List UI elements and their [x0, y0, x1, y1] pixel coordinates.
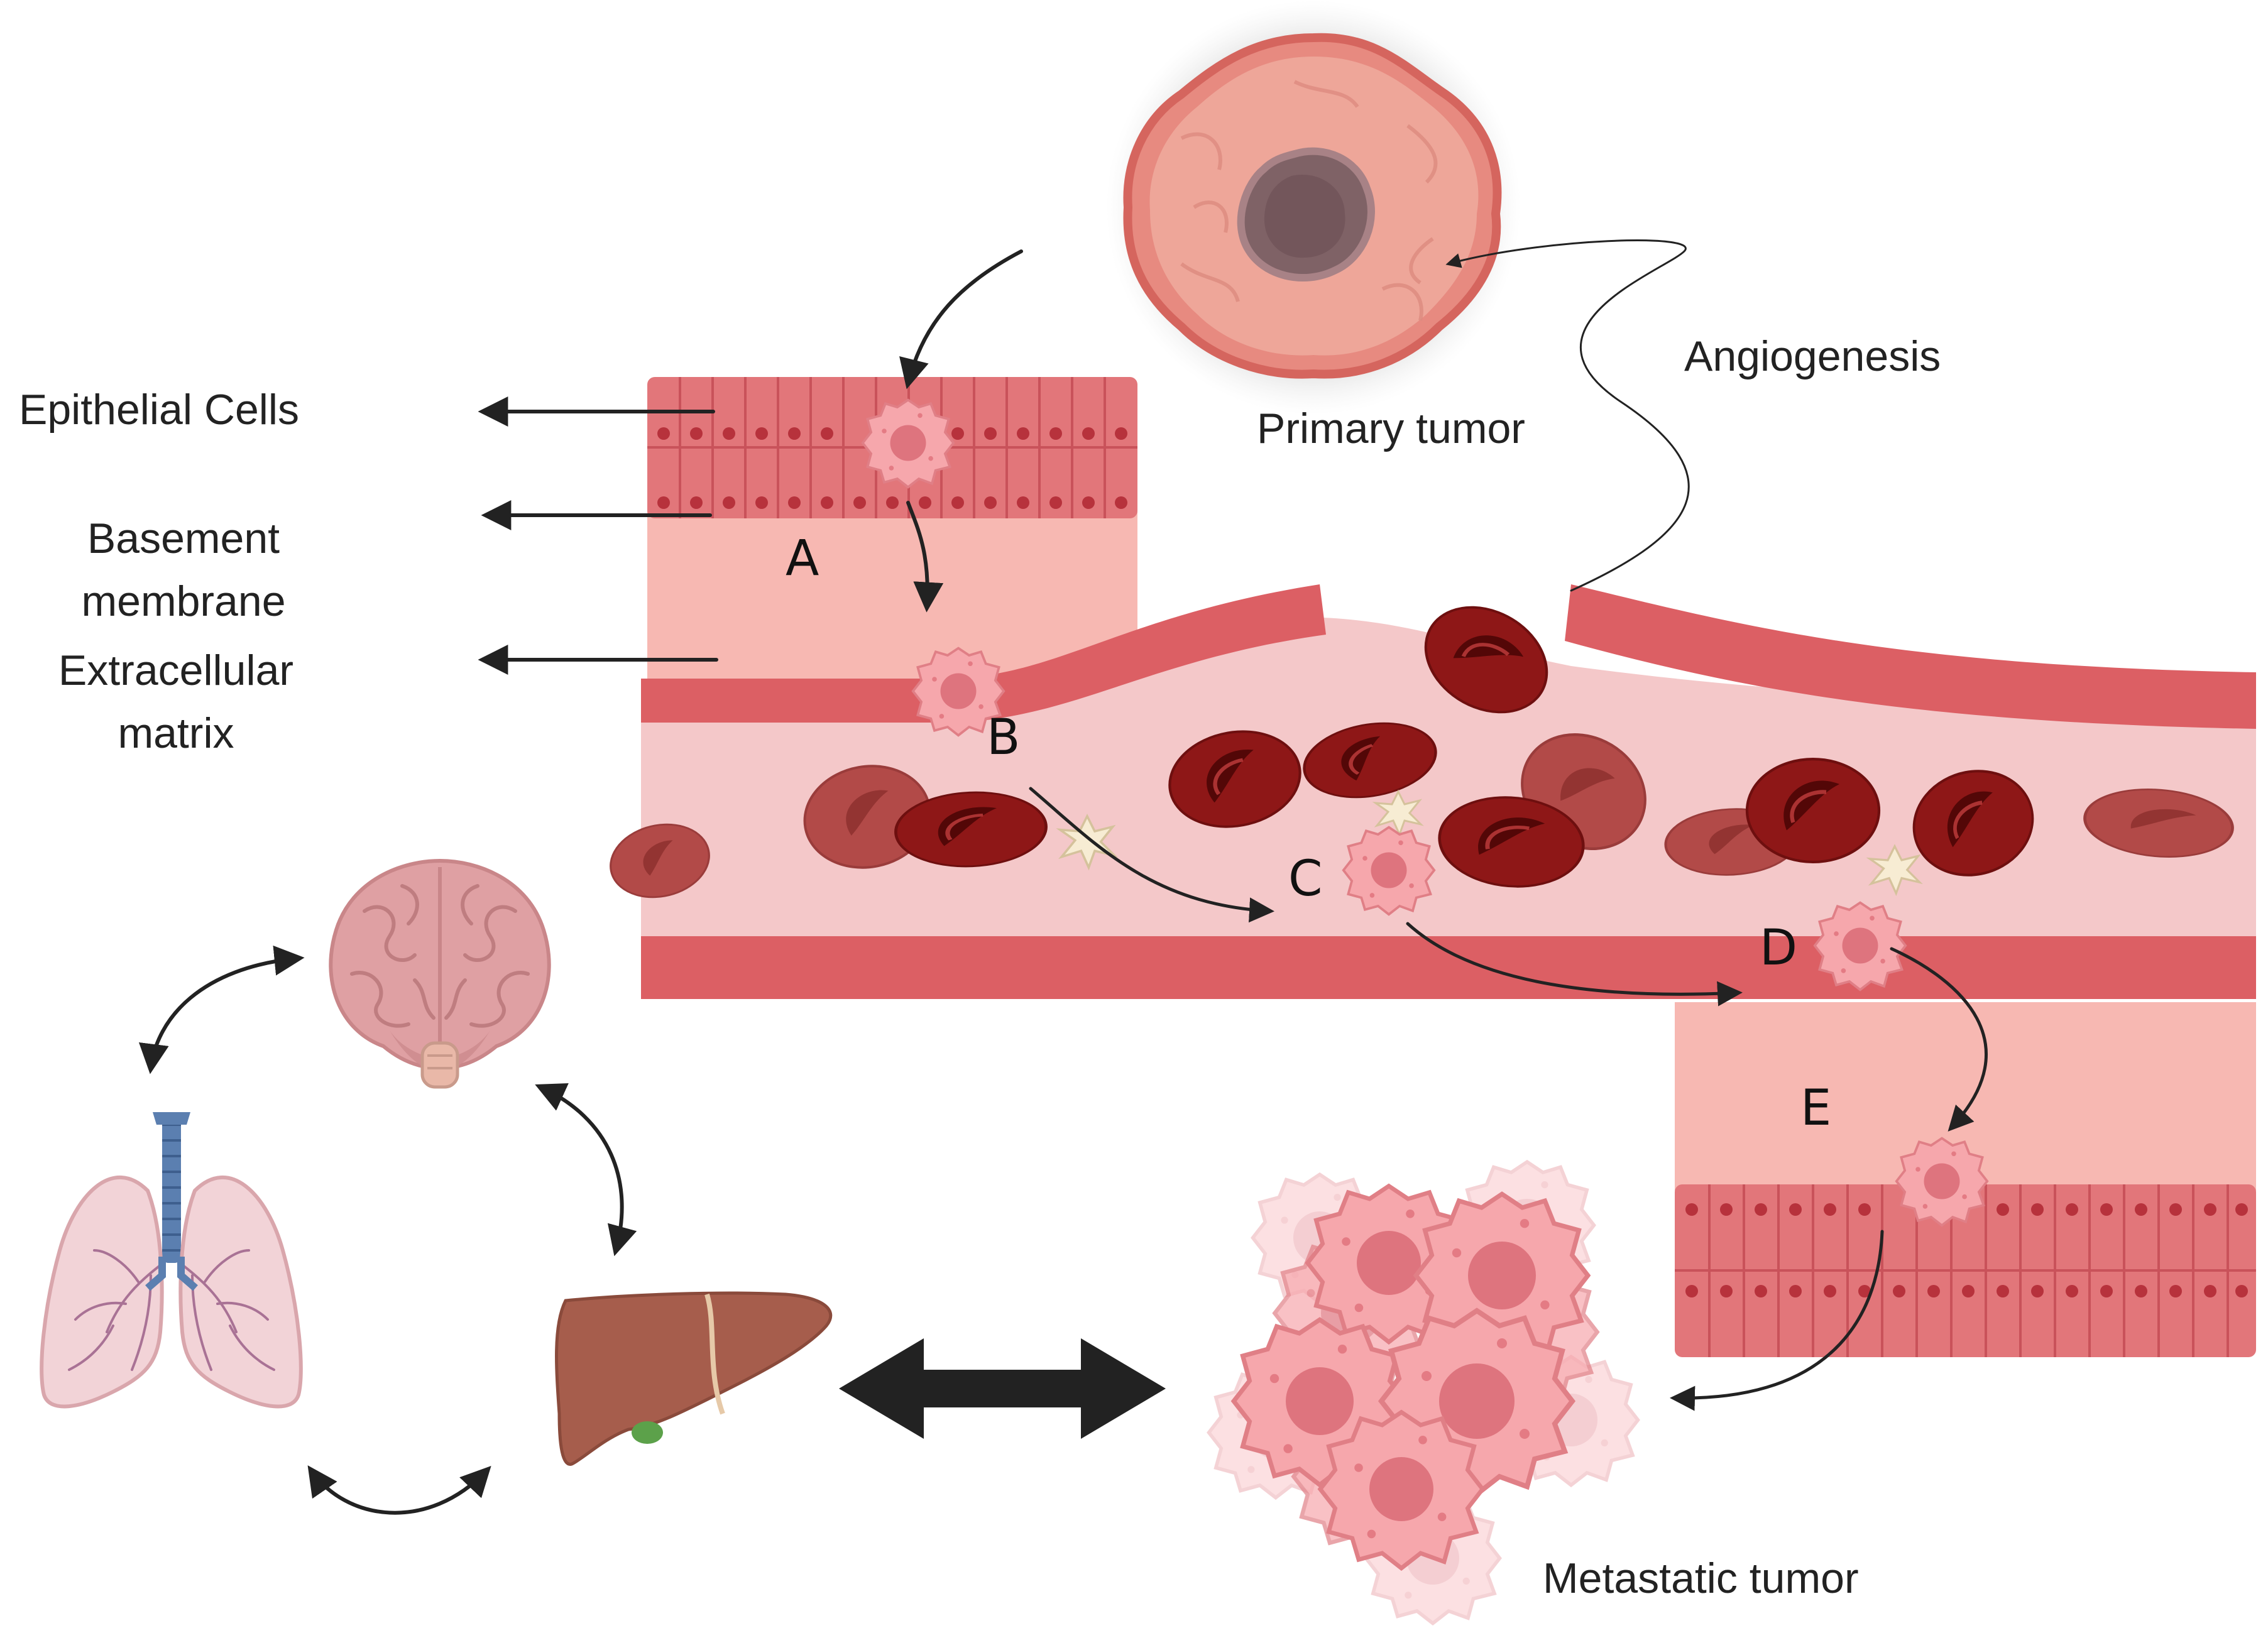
- label-basement-line1: Basement: [87, 515, 280, 562]
- step-d: D: [1760, 920, 1797, 976]
- step-a: A: [786, 530, 819, 587]
- primary-tumor-icon: [1106, 0, 1521, 415]
- brain-icon: [329, 858, 551, 1089]
- label-epithelial-cells: Epithelial Cells: [19, 386, 299, 434]
- step-b: B: [987, 709, 1021, 766]
- blood-vessel: [641, 584, 2256, 999]
- step-e: E: [1800, 1080, 1831, 1137]
- double-arrow-icon: [839, 1338, 1166, 1439]
- liver-icon: [555, 1291, 833, 1466]
- label-ecm-line1: Extracellular: [58, 647, 293, 694]
- label-primary-tumor: Primary tumor: [1257, 405, 1525, 452]
- label-angiogenesis: Angiogenesis: [1684, 332, 1941, 380]
- step-letters: A B C D E: [786, 530, 1831, 1137]
- arrows: [138, 239, 1988, 1515]
- step-c: C: [1288, 851, 1322, 907]
- epithelium-tissue-block: [647, 377, 1137, 679]
- label-basement-line2: membrane: [81, 577, 285, 625]
- lungs-icon: [40, 1112, 303, 1409]
- labels: Epithelial Cells Basement membrane Extra…: [19, 332, 1941, 1602]
- label-metastatic-tumor: Metastatic tumor: [1543, 1554, 1859, 1602]
- label-ecm-line2: matrix: [118, 709, 234, 757]
